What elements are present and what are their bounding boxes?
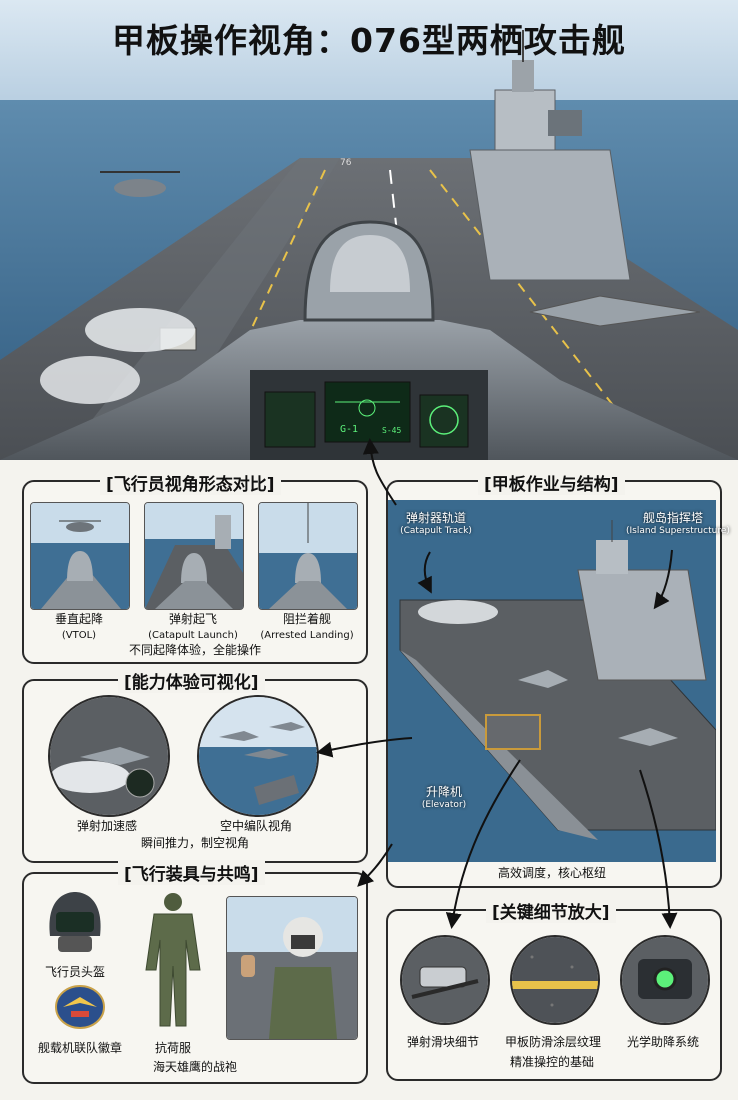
page-title: 甲板操作视角：076型两栖攻击舰 [112, 21, 626, 60]
hud-right-readout: S-45 [382, 426, 402, 435]
deck-coating-label: 甲板防滑涂层纹理 [504, 1035, 601, 1049]
formation-view-circle [197, 695, 319, 817]
catapult-acceleration-label: 弹射加速感 [76, 819, 137, 833]
formation-view-label: 空中编队视角 [219, 819, 292, 833]
pilot-views-heading: [飞行员视角形态对比] [100, 470, 281, 495]
g-suit-label: 抗荷服 [154, 1041, 191, 1055]
catapult-shuttle-circle [400, 935, 490, 1025]
catapult-shuttle-label: 弹射滑块细节 [406, 1035, 479, 1049]
pilot-portrait-image [226, 896, 358, 1040]
pilot-views-caption: 不同起降体验，全能操作 [128, 643, 261, 657]
arrested-landing-thumbnail [258, 502, 358, 610]
catapult-track-label: 弹射器轨道(Catapult Track) [400, 511, 472, 536]
wing-patch-image [55, 985, 105, 1029]
catapult-launch-label: 弹射起飞(Catapult Launch) [148, 612, 238, 641]
optical-landing-label: 光学助降系统 [626, 1035, 699, 1049]
elevator-label: 升降机(Elevator) [421, 785, 467, 810]
details-heading: [关键细节放大] [486, 898, 616, 923]
helmet-label: 飞行员头盔 [44, 965, 105, 979]
island-label: 舰岛指挥塔(Island Superstructure) [626, 511, 730, 536]
hero-deck-number: 76 [340, 158, 352, 168]
optical-landing-circle [620, 935, 710, 1025]
deck-ops-heading: [甲板作业与结构] [478, 470, 625, 495]
capability-caption: 瞬间推力，制空视角 [140, 836, 249, 850]
deck-coating-circle [510, 935, 600, 1025]
vtol-label: 垂直起降(VTOL) [54, 612, 103, 641]
wing-patch-label: 舰载机联队徽章 [37, 1041, 122, 1055]
helmet-image [44, 890, 106, 960]
hud-left-readout: G-1 [340, 424, 359, 435]
vtol-thumbnail [30, 502, 130, 610]
catapult-thumbnail [144, 502, 244, 610]
details-caption: 精准操控的基础 [509, 1055, 594, 1069]
arrested-landing-label: 阻拦着舰(Arrested Landing) [260, 612, 354, 641]
catapult-acceleration-circle [48, 695, 170, 817]
gear-caption: 海天雄鹰的战袍 [152, 1060, 237, 1074]
g-suit-image [140, 890, 206, 1028]
deck-ops-caption: 高效调度，核心枢纽 [497, 866, 606, 880]
hero-cockpit-illustration: 76 G-1 S-45 [0, 0, 738, 460]
capability-heading: [能力体验可视化] [118, 668, 265, 693]
gear-heading: [飞行装具与共鸣] [118, 860, 265, 885]
